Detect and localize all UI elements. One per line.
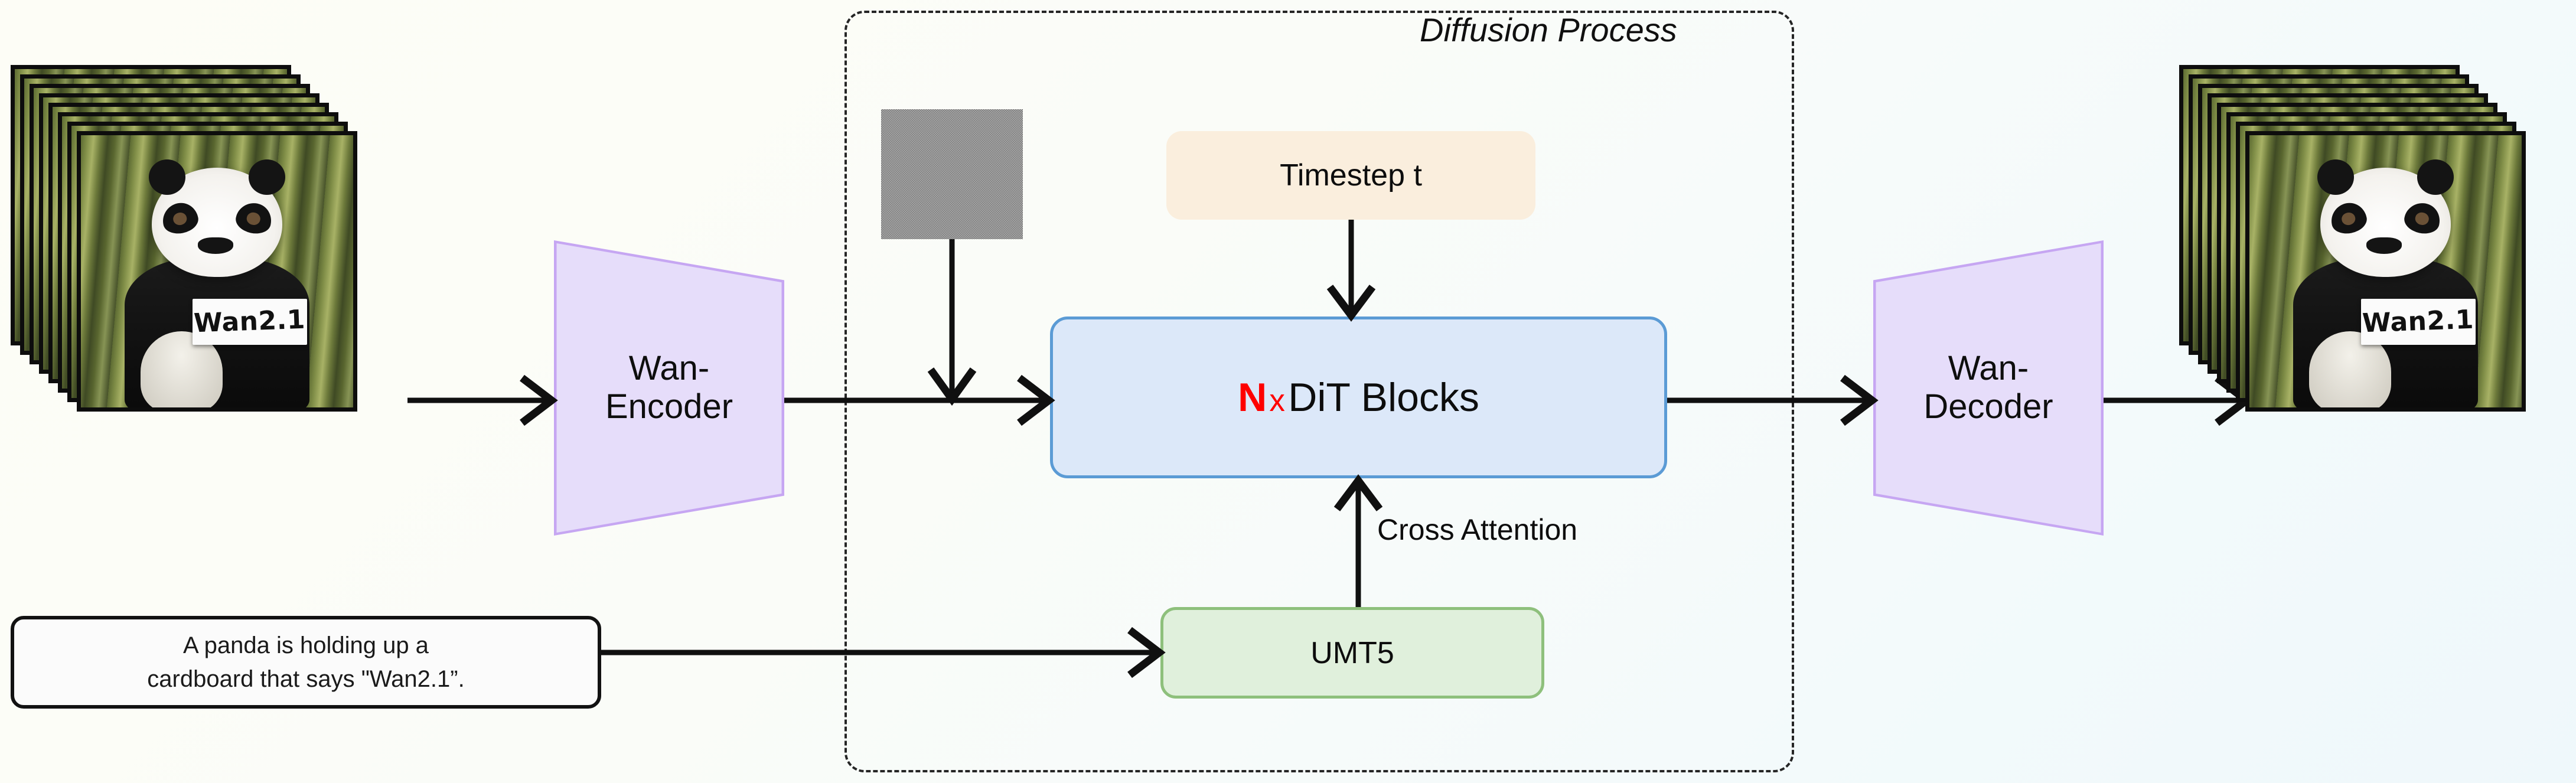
dit-blocks-node[interactable]: NxDiT Blocks — [1050, 317, 1667, 478]
input-frame-stack: Wan2.1 — [11, 65, 357, 412]
dit-blocks-text: DiT Blocks — [1288, 375, 1479, 420]
arrow-frames-to-encoder — [407, 374, 558, 426]
cardboard-sign-text: Wan2.1 — [2362, 304, 2475, 339]
diffusion-process-region — [844, 11, 1794, 772]
wan-encoder-node[interactable]: Wan- Encoder — [554, 240, 784, 536]
umt5-label: UMT5 — [1310, 635, 1394, 670]
prompt-line-1: A panda is holding up a — [183, 632, 429, 658]
panda-ear — [2317, 159, 2355, 195]
text-prompt-box[interactable]: A panda is holding up a cardboard that s… — [11, 616, 601, 709]
cardboard-sign: Wan2.1 — [193, 298, 307, 345]
panda-nose — [2366, 237, 2402, 254]
cardboard-sign: Wan2.1 — [2361, 298, 2476, 345]
timestep-label: Timestep t — [1280, 158, 1422, 193]
panda-photo: Wan2.1 — [81, 135, 353, 407]
diffusion-process-title: Diffusion Process — [1420, 11, 1677, 48]
umt5-text-encoder-node[interactable]: UMT5 — [1160, 607, 1544, 699]
decoder-label: Wan- Decoder — [1923, 349, 2053, 426]
dit-multiply-symbol: x — [1269, 383, 1285, 418]
panda-ear — [248, 159, 285, 195]
video-frame: Wan2.1 — [2245, 131, 2526, 412]
timestep-node[interactable]: Timestep t — [1166, 131, 1535, 220]
cross-attention-label: Cross Attention — [1377, 513, 1578, 546]
prompt-line-2: cardboard that says "Wan2.1”. — [147, 665, 465, 692]
cardboard-sign-text: Wan2.1 — [193, 304, 306, 339]
encoder-label: Wan- Encoder — [605, 349, 733, 426]
dit-n-count: N — [1238, 375, 1267, 420]
video-frame: Wan2.1 — [77, 131, 357, 412]
output-frame-stack: Wan2.1 — [2179, 65, 2526, 412]
panda-photo: Wan2.1 — [2249, 135, 2522, 407]
wan-decoder-node[interactable]: Wan- Decoder — [1873, 240, 2104, 536]
noise-latent-patch — [881, 109, 1023, 239]
prompt-text: A panda is holding up a cardboard that s… — [147, 629, 464, 696]
dit-blocks-label: NxDiT Blocks — [1238, 374, 1479, 420]
panda-nose — [198, 237, 234, 254]
panda-ear — [149, 159, 186, 195]
panda-ear — [2417, 159, 2454, 195]
